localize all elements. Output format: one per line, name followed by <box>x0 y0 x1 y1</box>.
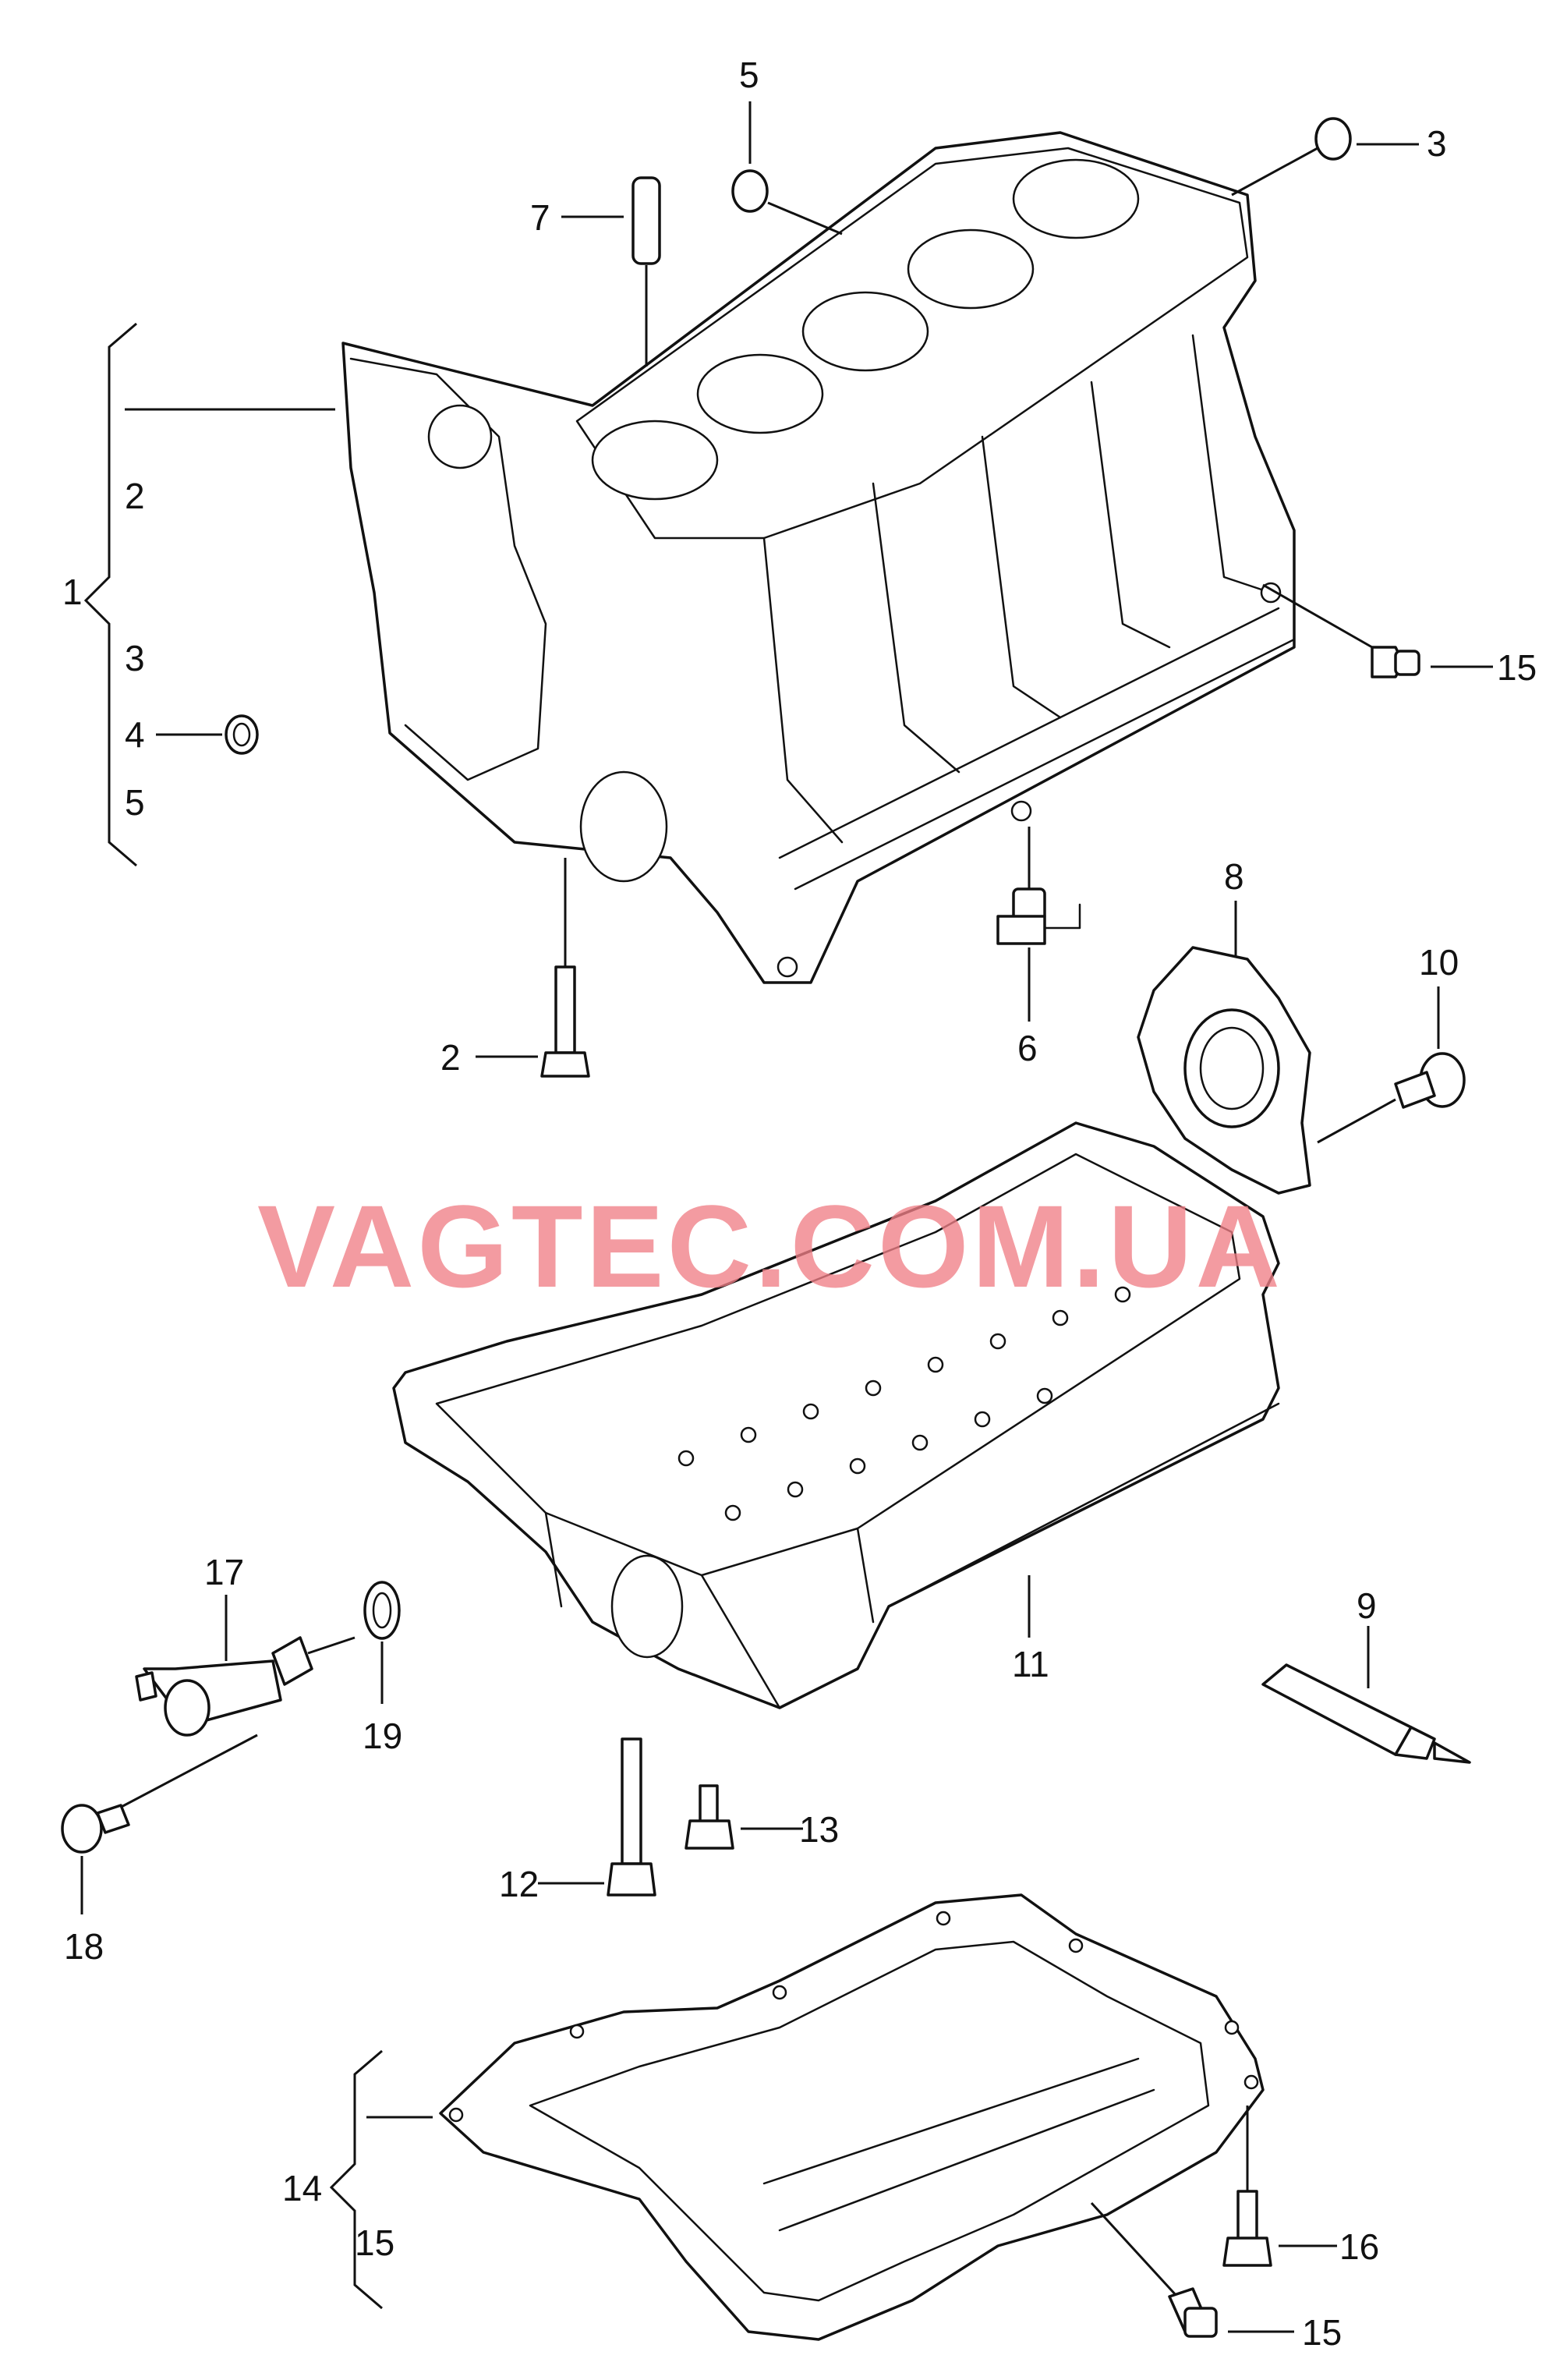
dowel-pin-7[interactable] <box>561 176 661 367</box>
bolt-10[interactable] <box>1317 986 1466 1144</box>
seal-flange-8[interactable] <box>1137 901 1311 1195</box>
callout-6: 6 <box>1017 1028 1038 1068</box>
callout-18: 18 <box>64 1926 104 1967</box>
callout-12: 12 <box>499 1864 539 1904</box>
callout-2: 2 <box>440 1037 461 1078</box>
callout-1-sub-2: 2 <box>125 476 145 516</box>
callout-15-pan: 15 <box>1302 2312 1342 2353</box>
callout-5: 5 <box>739 55 759 95</box>
callout-14: 14 <box>282 2168 322 2208</box>
callout-16: 16 <box>1339 2226 1379 2267</box>
callout-1: 1 <box>62 572 83 612</box>
plug-5[interactable] <box>731 101 843 236</box>
oil-pan-14[interactable] <box>439 1893 1265 2341</box>
valve-17[interactable] <box>116 1595 356 1811</box>
callout-1-sub-5: 5 <box>125 782 145 823</box>
callout-9: 9 <box>1357 1585 1377 1626</box>
callout-8: 8 <box>1224 856 1244 897</box>
watermark: VAGTEC.COM.UA <box>257 1181 1283 1312</box>
callout-19: 19 <box>363 1716 402 1756</box>
bolt-13[interactable] <box>685 1784 803 1850</box>
callout-10: 10 <box>1419 942 1459 983</box>
callout-17: 17 <box>204 1552 244 1592</box>
callout-13: 13 <box>799 1809 839 1850</box>
callout-11: 11 <box>1012 1644 1049 1684</box>
callout-14-sub-15: 15 <box>355 2222 394 2263</box>
bolt-12[interactable] <box>538 1737 656 1897</box>
drain-plug-15-block[interactable] <box>1262 583 1493 678</box>
group-bracket-1 <box>83 322 335 867</box>
plug-3[interactable] <box>1231 117 1419 197</box>
callout-1-sub-3: 3 <box>125 638 145 678</box>
plug-4[interactable] <box>156 714 259 755</box>
callout-7: 7 <box>530 197 550 238</box>
bolt-2[interactable] <box>476 858 590 1078</box>
callout-15-block: 15 <box>1497 647 1537 688</box>
sensor-6[interactable] <box>996 827 1081 1022</box>
bolt-16[interactable] <box>1222 2106 1337 2267</box>
bedplate-11[interactable] <box>392 1121 1280 1709</box>
callout-3: 3 <box>1427 123 1447 164</box>
cylinder-block[interactable] <box>341 131 1296 984</box>
screw-18[interactable] <box>61 1804 130 1914</box>
sealant-tube-9[interactable] <box>1261 1626 1471 1764</box>
drain-plug-15-pan[interactable] <box>1090 2201 1294 2338</box>
callout-1-sub-4: 4 <box>125 714 145 755</box>
group-bracket-14 <box>329 2049 433 2310</box>
seal-ring-19[interactable] <box>363 1581 401 1704</box>
